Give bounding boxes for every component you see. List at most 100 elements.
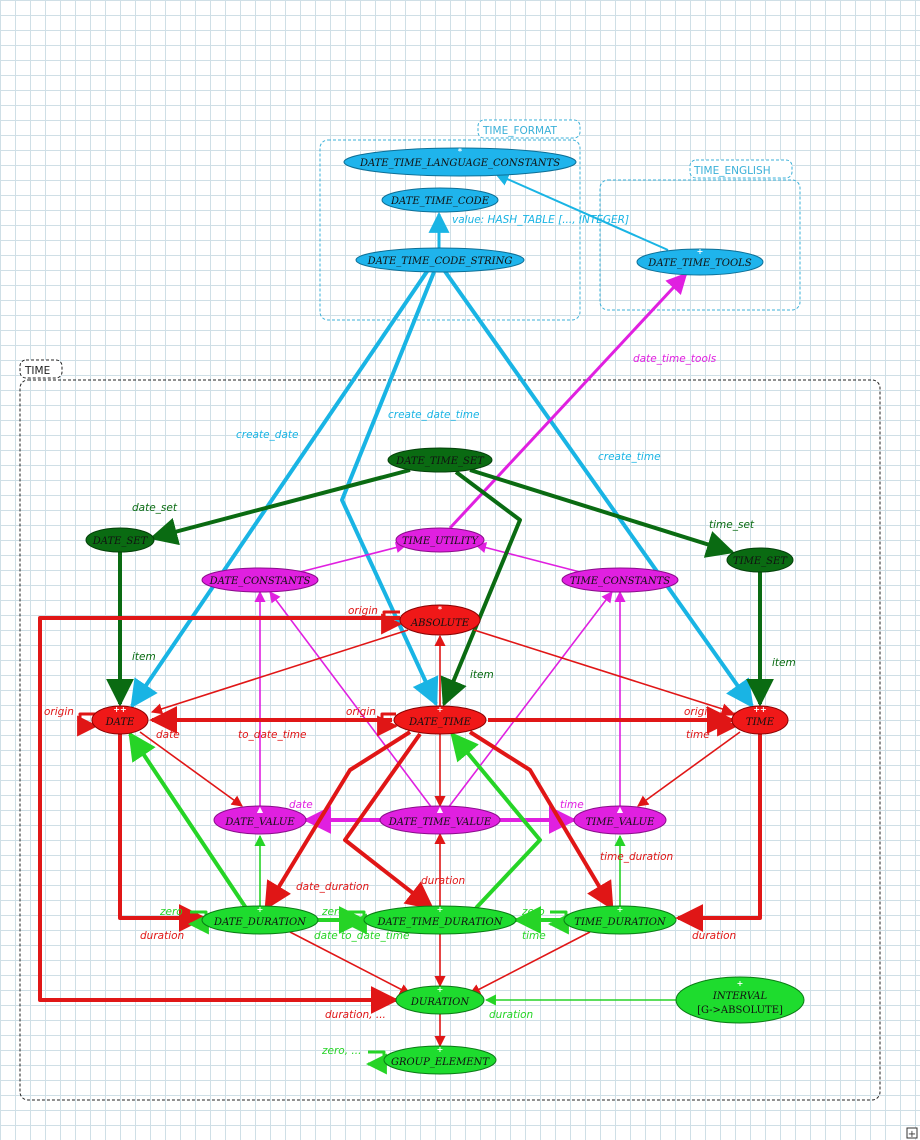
node-time-constants[interactable]: TIME_CONSTANTS (561, 567, 679, 593)
edge-date-constants-to-utility[interactable] (299, 542, 408, 573)
marker-triangle: ▲ (617, 805, 624, 814)
node-date-time-duration[interactable]: + DATE_TIME_DURATION (363, 905, 517, 935)
node-time-duration[interactable]: + TIME_DURATION (563, 905, 677, 935)
node-date-time-language-constants[interactable]: * DATE_TIME_LANGUAGE_CONSTANTS (343, 147, 577, 177)
edge-date-time-value-to-date-constants[interactable] (269, 591, 433, 809)
corner-expand-icon[interactable]: + (906, 1127, 918, 1140)
edge-date-time-set-to-date-set[interactable] (149, 468, 411, 546)
label-duration-interval: duration (489, 1009, 533, 1021)
loop-zero-date-time-duration[interactable] (345, 910, 367, 935)
cluster-label-time: TIME (24, 365, 50, 377)
label-duration-left: duration (140, 930, 184, 942)
node-label: DATE_SET (92, 536, 149, 547)
edge-date-time-to-time-duration[interactable] (468, 730, 614, 911)
node-time-set[interactable]: TIME_SET (726, 547, 794, 573)
node-date[interactable]: ++ DATE (91, 705, 149, 735)
marker-plus: + (437, 1045, 444, 1054)
label-date-time-tools: date_time_tools (633, 353, 717, 365)
node-date-constants[interactable]: DATE_CONSTANTS (201, 567, 319, 593)
edge-date-time-duration-to-date-time[interactable] (450, 731, 542, 910)
edge-absolute-to-time[interactable] (473, 629, 734, 715)
edge-date-duration-to-date[interactable] (128, 731, 248, 910)
node-date-time-code-string[interactable]: DATE_TIME_CODE_STRING (355, 247, 525, 273)
label-zero-2: zero (321, 906, 345, 918)
node-label: DATE_TIME_CODE_STRING (367, 256, 513, 267)
node-label: TIME_DURATION (574, 917, 667, 928)
node-time[interactable]: ++ TIME (731, 705, 789, 735)
node-interval[interactable]: + INTERVAL [G->ABSOLUTE] (675, 976, 805, 1024)
edge-absolute-origin-to-duration[interactable] (38, 616, 400, 1014)
label-date-set: date_set (132, 502, 178, 514)
corner-icon-glyph: + (908, 1129, 916, 1140)
node-label: GROUP_ELEMENT (391, 1057, 490, 1068)
edge-date-duration-to-duration[interactable] (289, 931, 411, 995)
node-label: TIME_SET (733, 556, 788, 567)
node-date-time[interactable]: + DATE_TIME (393, 705, 487, 735)
node-time-value[interactable]: ▲ TIME_VALUE (573, 805, 667, 835)
edge-tools-to-language-constants[interactable] (494, 172, 669, 251)
loop-origin-date[interactable] (77, 712, 99, 737)
node-label: TIME_CONSTANTS (570, 576, 670, 587)
edge-time-duration-to-duration[interactable] (469, 931, 591, 995)
label-date-value-date: date (289, 799, 313, 811)
label-time-duration: time_duration (600, 851, 673, 863)
node-label-line1: INTERVAL (712, 991, 768, 1002)
label-item-left: item (132, 651, 156, 663)
marker-plus: + (737, 979, 744, 988)
node-date-value[interactable]: ▲ DATE_VALUE (213, 805, 307, 835)
label-zero-1: zero (159, 906, 183, 918)
edge-date-time-set-to-time-set[interactable] (469, 468, 735, 558)
edge-date-time-to-date-time-duration[interactable] (343, 732, 435, 910)
edge-code-string-to-date-time[interactable] (340, 271, 439, 707)
node-label: DURATION (410, 997, 470, 1008)
loop-origin-time[interactable] (717, 712, 739, 737)
edge-time-constants-to-utility[interactable] (474, 542, 581, 573)
edge-time-to-time-value[interactable] (637, 731, 741, 807)
loop-origin-absolute[interactable] (381, 610, 403, 635)
edge-absolute-to-date[interactable] (150, 629, 409, 715)
node-label: DATE_TIME_TOOLS (647, 258, 752, 269)
marker-plus: + (437, 985, 444, 994)
node-duration[interactable]: + DURATION (395, 985, 485, 1015)
label-create-date-time: create_date_time (388, 409, 479, 421)
marker-plus: + (437, 705, 444, 714)
marker-plus: + (257, 905, 264, 914)
edge-date-to-date-duration[interactable] (118, 734, 207, 932)
edge-date-to-date-value[interactable] (139, 731, 243, 807)
loop-zero-group-element[interactable] (365, 1050, 387, 1075)
node-label: DATE_TIME (408, 717, 472, 728)
label-date-duration: date_duration (296, 881, 369, 893)
edge-code-string-to-date[interactable] (130, 268, 430, 709)
node-date-time-set[interactable]: DATE_TIME_SET (387, 447, 493, 473)
edge-date-time-set-to-date-time[interactable] (440, 470, 522, 707)
label-value-hash-table: value: HASH_TABLE [..., INTEGER] (452, 214, 629, 226)
loop-origin-date-time[interactable] (377, 712, 399, 737)
edge-time-to-time-duration[interactable] (675, 734, 762, 932)
node-label: DATE_VALUE (224, 817, 295, 828)
node-date-set[interactable]: DATE_SET (85, 527, 155, 553)
edge-date-time-value-to-time-constants[interactable] (447, 591, 613, 809)
edge-code-string-to-time[interactable] (442, 268, 754, 709)
label-date-to-date-time: date to_date_time (314, 930, 409, 942)
node-label: DATE (105, 717, 135, 728)
node-date-time-code[interactable]: DATE_TIME_CODE (381, 187, 499, 213)
label-item-middle: item (470, 669, 494, 681)
node-label: TIME (746, 717, 775, 728)
node-label: DATE_TIME_LANGUAGE_CONSTANTS (359, 158, 560, 169)
node-date-time-value[interactable]: ▲ DATE_TIME_VALUE (379, 805, 501, 835)
cluster-time-english[interactable]: TIME_ENGLISH (599, 159, 801, 311)
label-create-time: create_time (598, 451, 661, 463)
node-group-element[interactable]: + GROUP_ELEMENT (383, 1045, 497, 1075)
node-time-utility[interactable]: TIME_UTILITY (395, 527, 485, 553)
node-date-duration[interactable]: + DATE_DURATION (201, 905, 319, 935)
edge-date-time-to-date-duration[interactable] (264, 730, 412, 911)
node-absolute[interactable]: * ABSOLUTE (399, 604, 481, 636)
cluster-time-format[interactable]: TIME_FORMAT (319, 119, 581, 321)
cluster-time[interactable]: TIME (19, 359, 881, 1101)
node-date-time-tools[interactable]: + DATE_TIME_TOOLS (636, 247, 764, 276)
label-time-set: time_set (709, 519, 755, 531)
label-item-right: item (772, 657, 796, 669)
edge-utility-to-tools[interactable] (448, 272, 688, 530)
cluster-label-time-format: TIME_FORMAT (482, 125, 557, 137)
